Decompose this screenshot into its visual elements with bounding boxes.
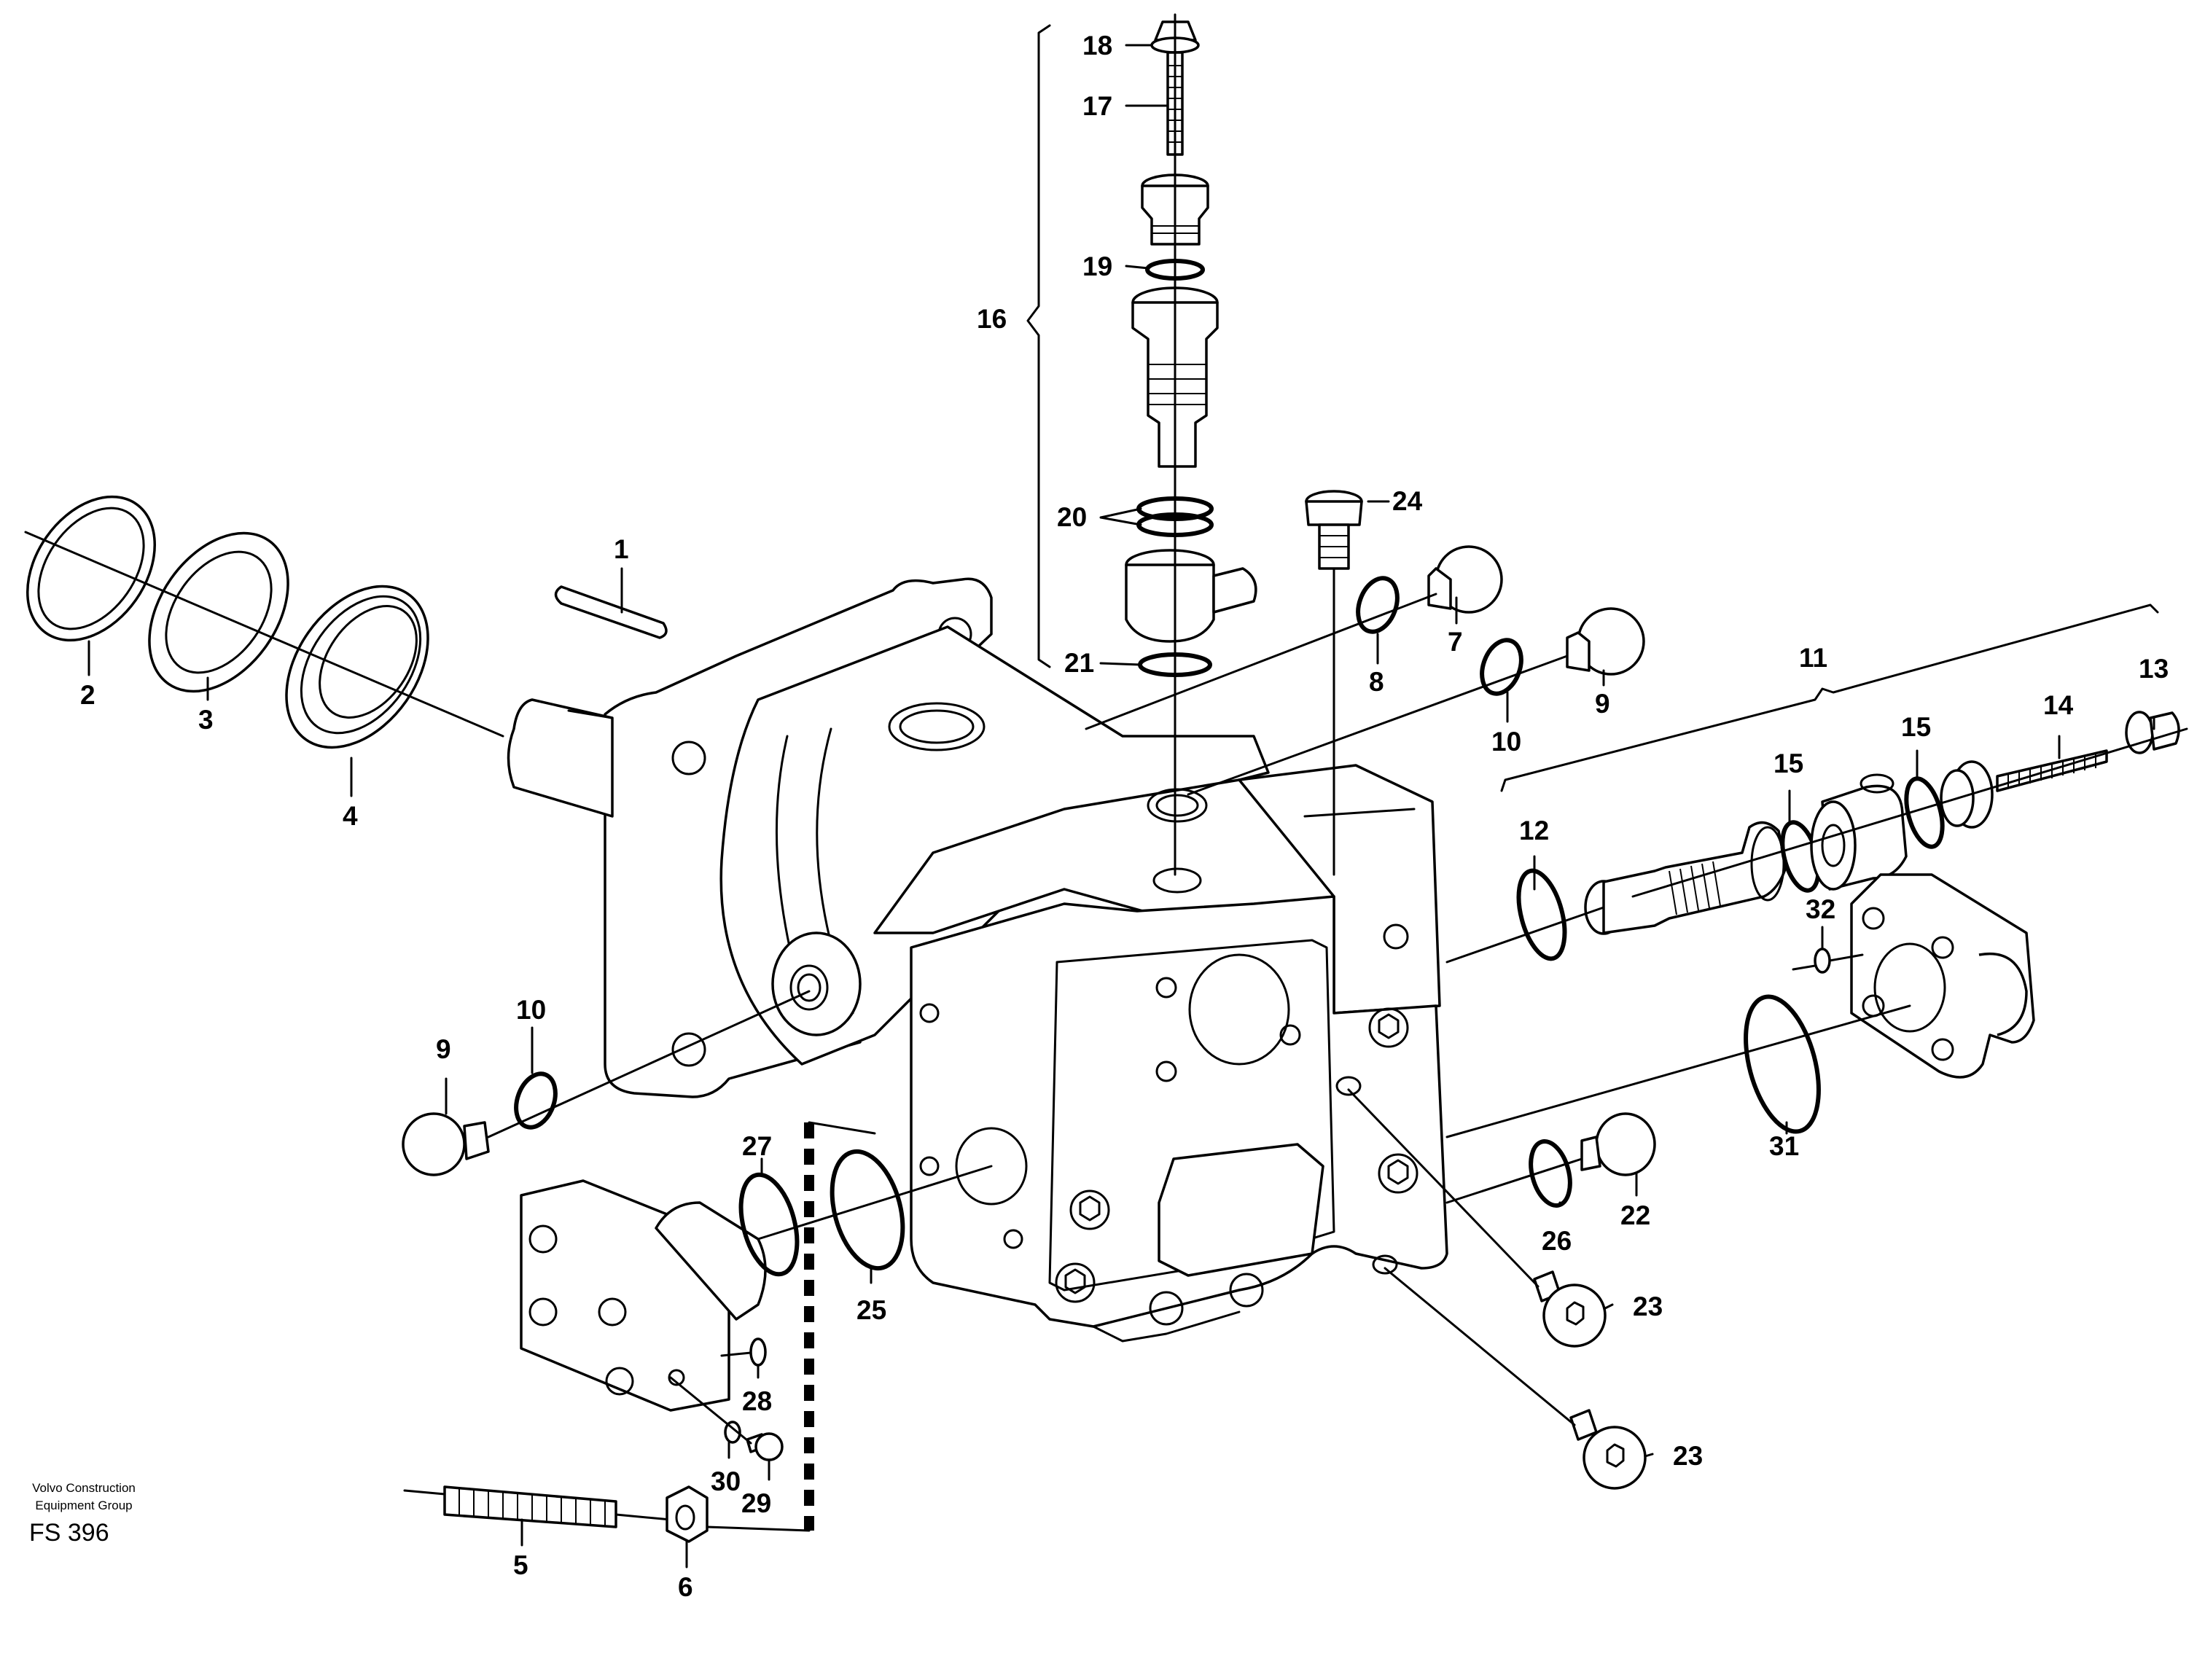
plug-9-left — [402, 1112, 490, 1176]
callout-23-upper: 23 — [1633, 1292, 1663, 1321]
callout-20: 20 — [1057, 502, 1087, 532]
callout-27: 27 — [742, 1131, 772, 1161]
callout-17: 17 — [1082, 91, 1112, 121]
callout-19: 19 — [1082, 251, 1112, 281]
callout-18: 18 — [1082, 31, 1112, 60]
plug-7 — [1427, 545, 1503, 614]
callout-9-left: 9 — [436, 1034, 451, 1064]
drive-shaft — [507, 698, 614, 818]
callout-31: 31 — [1769, 1131, 1799, 1161]
key-1 — [554, 585, 668, 639]
stud-5 — [443, 1485, 617, 1528]
callout-9-right: 9 — [1595, 689, 1610, 719]
o-ring-27 — [738, 1172, 800, 1277]
o-ring-31 — [1744, 994, 1821, 1134]
callout-10-right: 10 — [1491, 727, 1521, 757]
leader-lines — [87, 44, 2155, 1568]
o-ring-15-right — [1904, 776, 1945, 849]
washer-3 — [148, 531, 289, 693]
callout-28: 28 — [742, 1386, 772, 1416]
callout-32: 32 — [1806, 894, 1835, 924]
callout-4: 4 — [343, 801, 358, 831]
valve-housing — [1810, 773, 1908, 891]
credit-line-1: Volvo Construction — [32, 1481, 136, 1495]
nut-13 — [2125, 711, 2180, 754]
plug-23-upper — [1533, 1270, 1607, 1348]
spool-valve — [1584, 821, 1787, 935]
nut-6 — [666, 1485, 709, 1543]
o-ring-12 — [1516, 868, 1567, 961]
callout-13: 13 — [2139, 654, 2169, 684]
bracket-11 — [1500, 603, 2159, 792]
callout-7: 7 — [1448, 627, 1463, 657]
callout-26: 26 — [1542, 1226, 1572, 1256]
callout-8: 8 — [1369, 667, 1384, 697]
snap-ring-2 — [26, 495, 156, 642]
cover-plate — [520, 1179, 767, 1412]
callout-5: 5 — [513, 1550, 528, 1580]
o-ring-26 — [1529, 1139, 1572, 1208]
callout-6: 6 — [678, 1572, 693, 1602]
screw-24 — [1305, 490, 1363, 876]
o-ring-32 — [1814, 948, 1831, 974]
callouts: 1 2 3 4 5 6 7 8 9 9 10 10 11 12 13 14 15… — [80, 31, 2169, 1602]
housing — [507, 577, 1448, 1343]
callout-16: 16 — [977, 304, 1007, 334]
callout-30: 30 — [711, 1466, 741, 1496]
callout-15-left: 15 — [1773, 749, 1803, 778]
plug-29 — [746, 1432, 784, 1461]
callout-24: 24 — [1392, 486, 1423, 516]
callout-1: 1 — [614, 534, 629, 564]
bearing-4 — [285, 585, 429, 749]
callout-15-right: 15 — [1901, 712, 1931, 742]
plug-9-right — [1566, 607, 1645, 676]
o-ring-10-right — [1480, 638, 1523, 696]
flange-cover — [1850, 873, 2035, 1079]
credit-line-2: Equipment Group — [35, 1499, 133, 1512]
callout-22: 22 — [1620, 1200, 1650, 1230]
callout-11: 11 — [1799, 643, 1827, 673]
callout-23-lower: 23 — [1673, 1441, 1703, 1471]
o-ring-30 — [724, 1421, 741, 1444]
o-ring-25 — [830, 1149, 905, 1271]
callout-2: 2 — [80, 680, 95, 710]
callout-10-left: 10 — [516, 995, 546, 1025]
valve-stack — [1125, 13, 1257, 876]
callout-14: 14 — [2043, 690, 2074, 720]
o-ring-28 — [749, 1337, 767, 1367]
plug-22 — [1580, 1112, 1656, 1176]
callout-29: 29 — [741, 1488, 771, 1518]
plug-23-lower — [1569, 1409, 1647, 1490]
bracket-16 — [1026, 24, 1051, 668]
callout-25: 25 — [856, 1295, 886, 1325]
callout-21: 21 — [1064, 648, 1094, 678]
figure-code: FS 396 — [29, 1519, 109, 1547]
callout-12: 12 — [1519, 816, 1549, 845]
callout-3: 3 — [198, 705, 214, 735]
housing-bolts — [1055, 1007, 1419, 1326]
o-ring-8 — [1356, 576, 1400, 634]
